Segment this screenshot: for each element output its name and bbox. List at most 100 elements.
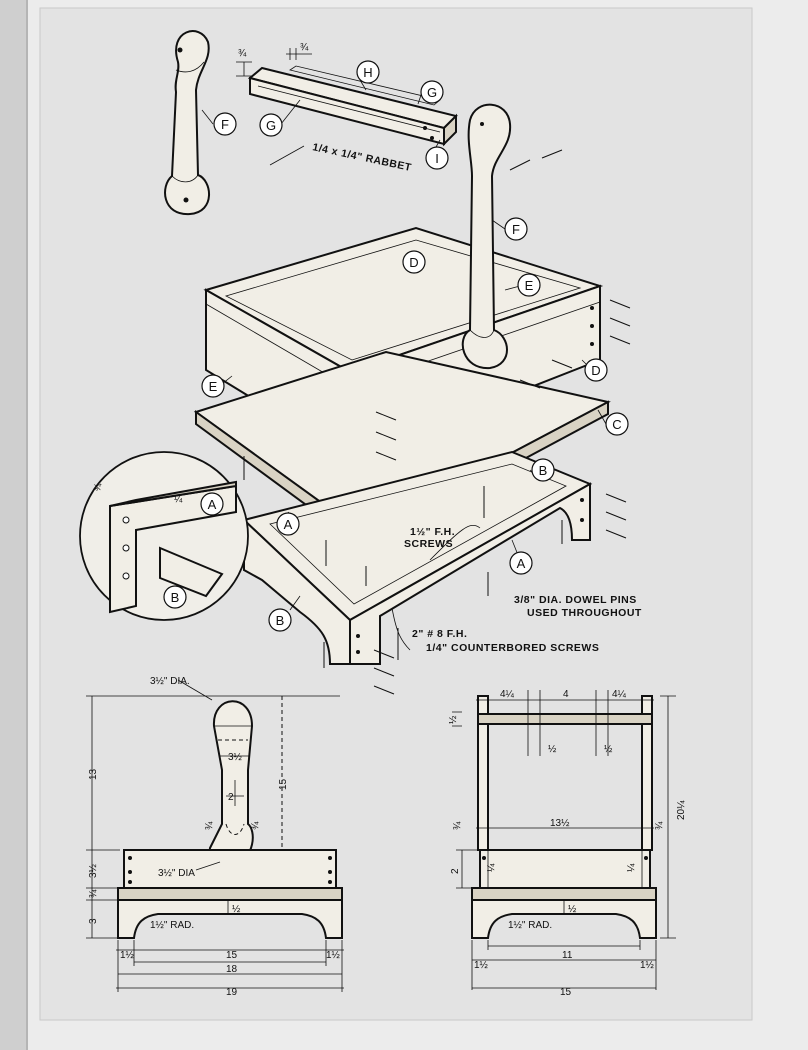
label-c: C [605, 412, 629, 436]
label-i: I [425, 146, 449, 170]
front-box-height: 3½ [88, 863, 99, 878]
side-view-dims: 4¼ 4 4¼ ½ ½ ½ ¾ 13½ ¾ 20¼ 2 ¼ ¼ ½ 1½" RA… [448, 688, 687, 998]
label-g-left-text: G [266, 118, 276, 133]
label-c-text: C [612, 417, 621, 432]
screws-note-line2: 1/4" COUNTERBORED SCREWS [426, 642, 599, 654]
inset-dim-top: ¾ [92, 482, 104, 493]
label-e-left-text: E [209, 379, 218, 394]
front-top-dia: 3½" DIA. [150, 676, 190, 687]
side-gap-left: ½ [548, 744, 557, 755]
front-grip-width: 3½ [228, 752, 243, 763]
front-leg-height: 3 [88, 918, 99, 924]
binding-edge [0, 0, 26, 1050]
counterbore-leader [391, 607, 411, 651]
side-gap-right: ½ [604, 744, 613, 755]
side-base-inner: 11 [562, 950, 573, 961]
front-right-margin: 1½ [326, 950, 341, 961]
label-h: H [356, 60, 380, 84]
label-e-right: E [517, 273, 541, 297]
screws-note-line1: 2" # 8 F.H. [412, 628, 467, 640]
side-total-width: 15 [560, 987, 572, 998]
side-top-mid: 4 [563, 689, 569, 700]
label-b-side: B [268, 608, 292, 632]
label-b-back-text: B [539, 463, 548, 478]
binding-shadow [26, 0, 28, 1050]
fh-screws-note-line2: SCREWS [404, 538, 453, 550]
screws-leader [429, 524, 481, 561]
label-d-back-text: D [409, 255, 418, 270]
label-a-inset-text: A [208, 497, 217, 512]
side-side-right: ¼ [625, 863, 637, 872]
side-view [452, 690, 676, 990]
dowel-pins [373, 149, 631, 695]
rail-dim-left: ¾ [238, 48, 247, 59]
label-b-inset-text: B [171, 590, 180, 605]
label-e-left: E [201, 374, 225, 398]
label-d-back: D [402, 250, 426, 274]
label-g-right-text: G [427, 85, 437, 100]
side-rail-thk: ½ [448, 715, 459, 724]
side-radius: 1½" RAD. [508, 920, 552, 931]
front-handle-inner-height: 15 [278, 778, 289, 790]
label-f-detached: F [213, 112, 237, 136]
label-f-detached-text: F [221, 117, 229, 132]
label-g-left: G [259, 113, 283, 137]
front-view [86, 679, 344, 992]
front-view-dims: 3½" DIA. 13 15 3½ 2 ¾ ¾ 3½" DIA 3½ ¾ 3 ½… [88, 676, 341, 998]
handle-f-assembled [461, 103, 512, 370]
side-left-thk: ¾ [452, 821, 463, 830]
front-inner-width: 15 [226, 950, 238, 961]
side-total-height: 20¼ [675, 800, 687, 820]
label-d-front: D [584, 358, 608, 382]
front-bottom-dia: 3½" DIA [158, 868, 195, 879]
dowel-note-line2: USED THROUGHOUT [527, 607, 642, 619]
front-center-mark: ½ [232, 904, 241, 915]
front-stem-left: ¾ [204, 821, 215, 830]
part-labels: F G H G I F D E D E C B A A A B B [163, 60, 629, 632]
front-total-width: 19 [226, 987, 238, 998]
side-right-margin: 1½ [640, 960, 655, 971]
label-f-assembled-text: F [512, 222, 520, 237]
front-radius: 1½" RAD. [150, 920, 194, 931]
front-stem-right: ¾ [250, 821, 261, 830]
side-top-left: 4¼ [500, 688, 515, 700]
screws [243, 456, 563, 668]
label-b-side-text: B [276, 613, 285, 628]
front-stem-width: 2 [228, 792, 234, 803]
label-d-front-text: D [591, 363, 600, 378]
side-box-height: 2 [450, 868, 461, 874]
fh-screws-note-line1: 1½" F.H. [410, 526, 455, 538]
rail-dim-right: ¾ [300, 42, 309, 53]
side-side-left: ¼ [485, 863, 497, 872]
label-a-front-text: A [517, 556, 526, 571]
label-b-inset: B [163, 585, 187, 609]
detail-inset [79, 451, 249, 621]
label-a-inset: A [200, 492, 224, 516]
label-e-right-text: E [525, 278, 534, 293]
label-h-text: H [363, 65, 372, 80]
base-frame [241, 450, 593, 665]
label-b-back: B [531, 458, 555, 482]
front-mid-width: 18 [226, 964, 238, 975]
inset-dim-side: ¼ [174, 493, 183, 505]
side-center-mark: ½ [568, 904, 577, 915]
label-a-front: A [509, 551, 533, 575]
label-f-assembled: F [504, 217, 528, 241]
side-right-thk: ¾ [654, 821, 665, 830]
label-i-text: I [435, 151, 439, 166]
side-left-margin: 1½ [474, 960, 489, 971]
front-left-margin: 1½ [120, 950, 135, 961]
side-inner-width: 13½ [550, 818, 570, 829]
label-a-apron: A [276, 512, 300, 536]
handle-f-detached [164, 30, 210, 216]
front-base-thickness: ¾ [88, 889, 99, 898]
label-a-apron-text: A [284, 517, 293, 532]
top-rail-assembly [247, 65, 458, 147]
side-top-right: 4¼ [612, 688, 627, 700]
rabbet-leader [269, 145, 305, 166]
label-g-right: G [420, 80, 444, 104]
dowel-note-line1: 3/8" DIA. DOWEL PINS [514, 594, 637, 606]
front-handle-height: 13 [88, 768, 99, 780]
